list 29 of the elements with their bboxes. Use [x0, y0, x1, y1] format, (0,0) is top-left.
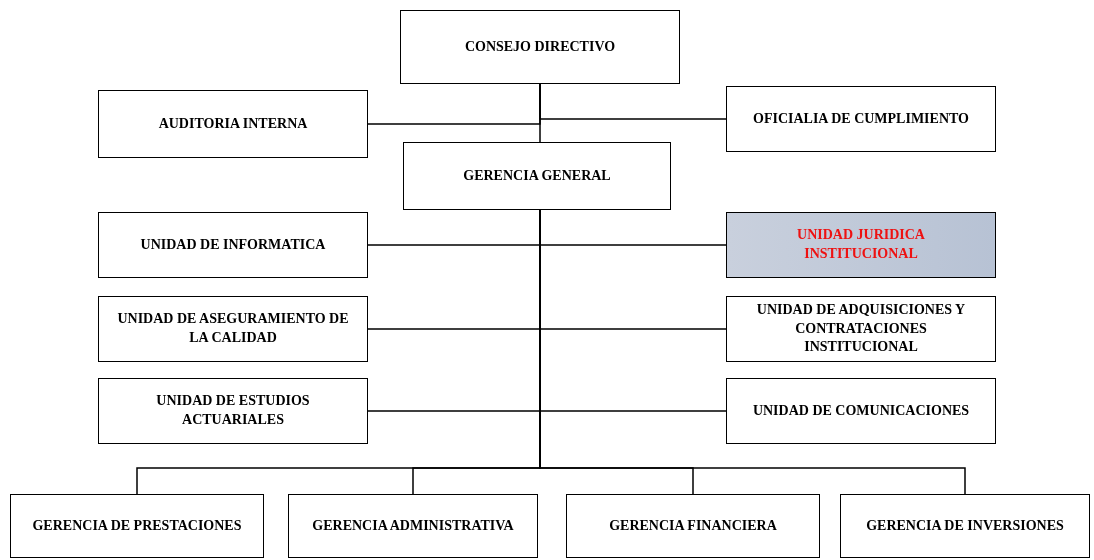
org-unit-box	[98, 378, 368, 444]
unit-title: UNIDAD DE ADQUISICIONES Y CONTRATACIONES INSTITUCIONAL	[755, 300, 967, 357]
unit-title: GERENCIA DE PRESTACIONES	[32, 516, 242, 535]
org-unit-box	[400, 10, 680, 84]
unit-title: AUDITORIA INTERNA	[158, 114, 308, 133]
unit-title: GERENCIA FINANCIERA	[609, 516, 777, 535]
org-unit-box	[288, 494, 538, 558]
org-unit-box	[98, 296, 368, 362]
connector-line	[539, 83, 541, 143]
org-unit-box	[726, 86, 996, 152]
unit-title: UNIDAD JURIDICA INSTITUCIONAL	[796, 226, 926, 263]
org-unit-box	[403, 142, 671, 210]
org-unit-box	[98, 212, 368, 278]
org-unit-box	[726, 212, 996, 278]
unit-title: UNIDAD DE INFORMATICA	[140, 235, 326, 254]
unit-title: OFICIALIA DE CUMPLIMIENTO	[753, 109, 969, 128]
unit-title: UNIDAD DE COMUNICACIONES	[752, 401, 970, 420]
unit-title: GERENCIA ADMINISTRATIVA	[312, 516, 514, 535]
unit-title: UNIDAD DE ESTUDIOS ACTUARIALES	[155, 392, 311, 429]
org-unit-box	[840, 494, 1090, 558]
org-unit-box	[726, 296, 996, 362]
unit-title: UNIDAD DE ASEGURAMIENTO DE LA CALIDAD	[116, 310, 350, 347]
unit-title: CONSEJO DIRECTIVO	[464, 37, 616, 56]
org-unit-box	[566, 494, 820, 558]
unit-title: GERENCIA DE INVERSIONES	[866, 516, 1064, 535]
org-unit-box	[98, 90, 368, 158]
org-unit-box	[10, 494, 264, 558]
org-unit-box	[726, 378, 996, 444]
unit-title: GERENCIA GENERAL	[463, 166, 611, 185]
